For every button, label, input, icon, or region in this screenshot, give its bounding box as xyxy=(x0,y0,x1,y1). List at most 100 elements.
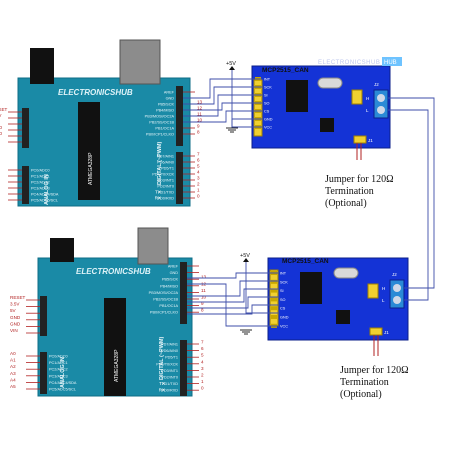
digital-pin-number: 13 xyxy=(201,275,207,280)
wire-miso-top xyxy=(183,102,262,111)
supply-label: +5V xyxy=(226,61,236,67)
jumper-block xyxy=(367,283,379,299)
connector-label: J2 xyxy=(392,272,397,277)
digital-pin-name: PD1/TXD xyxy=(158,191,174,195)
digital-pin-number: 2 xyxy=(201,373,204,378)
digital-pin-number: 3 xyxy=(201,366,204,371)
digital-pin-name: AREF xyxy=(164,91,175,95)
digital-pin-number: 8 xyxy=(197,130,200,135)
note-top: Jumper for 120Ω Termination (Optional) xyxy=(325,174,394,209)
digital-pin-name: PD5/T1 xyxy=(165,356,178,360)
digital-pin-number: 10 xyxy=(197,118,203,123)
can-pin-label: SO xyxy=(264,102,270,106)
terminal-screw-l xyxy=(377,106,385,114)
power-jack xyxy=(30,48,54,84)
analog-pin-name: PC5/ADC5/SCL xyxy=(31,199,58,203)
can-title: MCP2515_CAN xyxy=(282,258,329,265)
header-pin xyxy=(271,315,277,319)
can-pin-label: VCC xyxy=(264,126,272,130)
ground-symbol-bottom xyxy=(240,329,252,335)
digital-pin-name: PB2/SS/OC1B xyxy=(149,121,174,125)
digital-pin-number: 10 xyxy=(201,295,207,300)
digital-pin-number: 11 xyxy=(197,112,202,117)
digital-pin-number: 12 xyxy=(197,106,203,111)
digital-pin-number: 4 xyxy=(201,359,204,364)
connector-label: J2 xyxy=(374,82,379,87)
supply-arrow-top xyxy=(229,66,235,70)
terminal-screw-h xyxy=(377,94,385,102)
digital-pin-name: PD6/AIN0 xyxy=(157,161,174,165)
wire-mosi-bottom xyxy=(187,296,278,309)
rx-label: RX xyxy=(159,388,165,393)
termination-jumper xyxy=(369,327,383,336)
connector-pin-h: H xyxy=(366,96,369,101)
digital-pin-number: 9 xyxy=(197,124,200,129)
mcp2515-module-top: MCP2515_CAN ELECTRONICSHUB HUB J2 H L J1… xyxy=(226,57,402,149)
power-pin-label: 3.5V xyxy=(10,302,20,307)
wire-ss-bottom xyxy=(187,304,278,315)
digital-pin-number: 2 xyxy=(197,182,200,187)
note-line: Jumper for 120Ω xyxy=(340,365,409,376)
header-pin xyxy=(271,279,277,284)
analog-pin-label: A0 xyxy=(10,351,16,356)
digital-pin-number: 1 xyxy=(197,188,200,193)
mcp2515-chip xyxy=(300,272,322,304)
note-line: (Optional) xyxy=(325,198,367,209)
connector-pin-h: H xyxy=(382,286,385,291)
board-brand: ELECTRONICSHUB xyxy=(76,267,151,276)
digital-pin-name: PD1/TXD xyxy=(162,382,178,386)
header-bottom xyxy=(180,340,187,396)
analog-pin-name: PC2/ADC2 xyxy=(49,368,68,372)
ground-symbol-top xyxy=(226,127,238,133)
digital-pin-name: PB4/MISO xyxy=(160,284,178,288)
tx-label: TX xyxy=(159,381,165,386)
usb-connector xyxy=(119,39,161,85)
mcu-chip xyxy=(78,102,100,200)
header-pin xyxy=(271,297,277,302)
digital-pin-name: PD0/RXD xyxy=(162,389,179,393)
digital-pin-name: PB3/MOSI/OC2A xyxy=(145,115,175,119)
wire-int-top xyxy=(183,78,262,99)
digital-pin-name: PB2/SS/OC1B xyxy=(153,298,178,302)
can-pin-label: INT xyxy=(280,272,287,276)
digital-pin-name: AREF xyxy=(168,265,179,269)
arduino-board-bottom: ELECTRONICSHUB ATMEGA328P DIGITAL (~PWM)… xyxy=(10,227,207,397)
supply-arrow-bottom xyxy=(243,258,249,262)
can-pin-label: INT xyxy=(264,78,271,82)
wire-miso-bottom xyxy=(187,288,278,303)
digital-pin-name: PD4/T0/XCK xyxy=(152,173,174,177)
digital-pin-number: 7 xyxy=(201,340,204,345)
terminal-screw-l xyxy=(393,296,401,304)
can-pin-label: CS xyxy=(280,307,286,311)
power-jack xyxy=(50,238,74,262)
power-pin-label: GND xyxy=(10,321,21,326)
digital-pin-number: 11 xyxy=(201,288,206,293)
power-pin-label: VIN xyxy=(10,328,18,333)
watermark-tag-text: HUB xyxy=(384,60,397,66)
header-top xyxy=(176,86,183,146)
digital-pin-number: 13 xyxy=(197,100,203,105)
power-pin-label: RESET xyxy=(0,107,8,112)
header-analog xyxy=(40,352,47,394)
jumper-label: J1 xyxy=(384,330,389,335)
analog-label: ANALOG IN xyxy=(60,357,66,388)
digital-pin-name: PD2/INT0 xyxy=(161,376,178,380)
analog-pin-name: PC3/ADC3 xyxy=(49,374,68,378)
connector-pin-l: L xyxy=(366,108,369,113)
can-pin-label: GND xyxy=(264,118,273,122)
analog-pin-name: PC1/ADC1 xyxy=(31,175,50,179)
digital-pin-number: 9 xyxy=(201,301,204,306)
transceiver-chip xyxy=(336,310,350,324)
power-pin-label: GND xyxy=(0,125,3,130)
wire-vcc-top xyxy=(231,70,262,128)
termination-jumper xyxy=(353,135,367,144)
rx-label: RX xyxy=(155,196,161,201)
wire-can-h xyxy=(388,97,435,289)
digital-pin-name: PD5/T1 xyxy=(161,167,174,171)
analog-pin-name: PC2/ADC2 xyxy=(31,181,50,185)
note-leader-bottom xyxy=(373,335,379,356)
analog-pin-label: A4 xyxy=(10,377,16,382)
analog-pin-name: PC5/ADC5/SCL xyxy=(49,388,76,392)
note-line: Termination xyxy=(325,186,374,197)
digital-label: DIGITAL (~PWM) xyxy=(159,336,165,380)
